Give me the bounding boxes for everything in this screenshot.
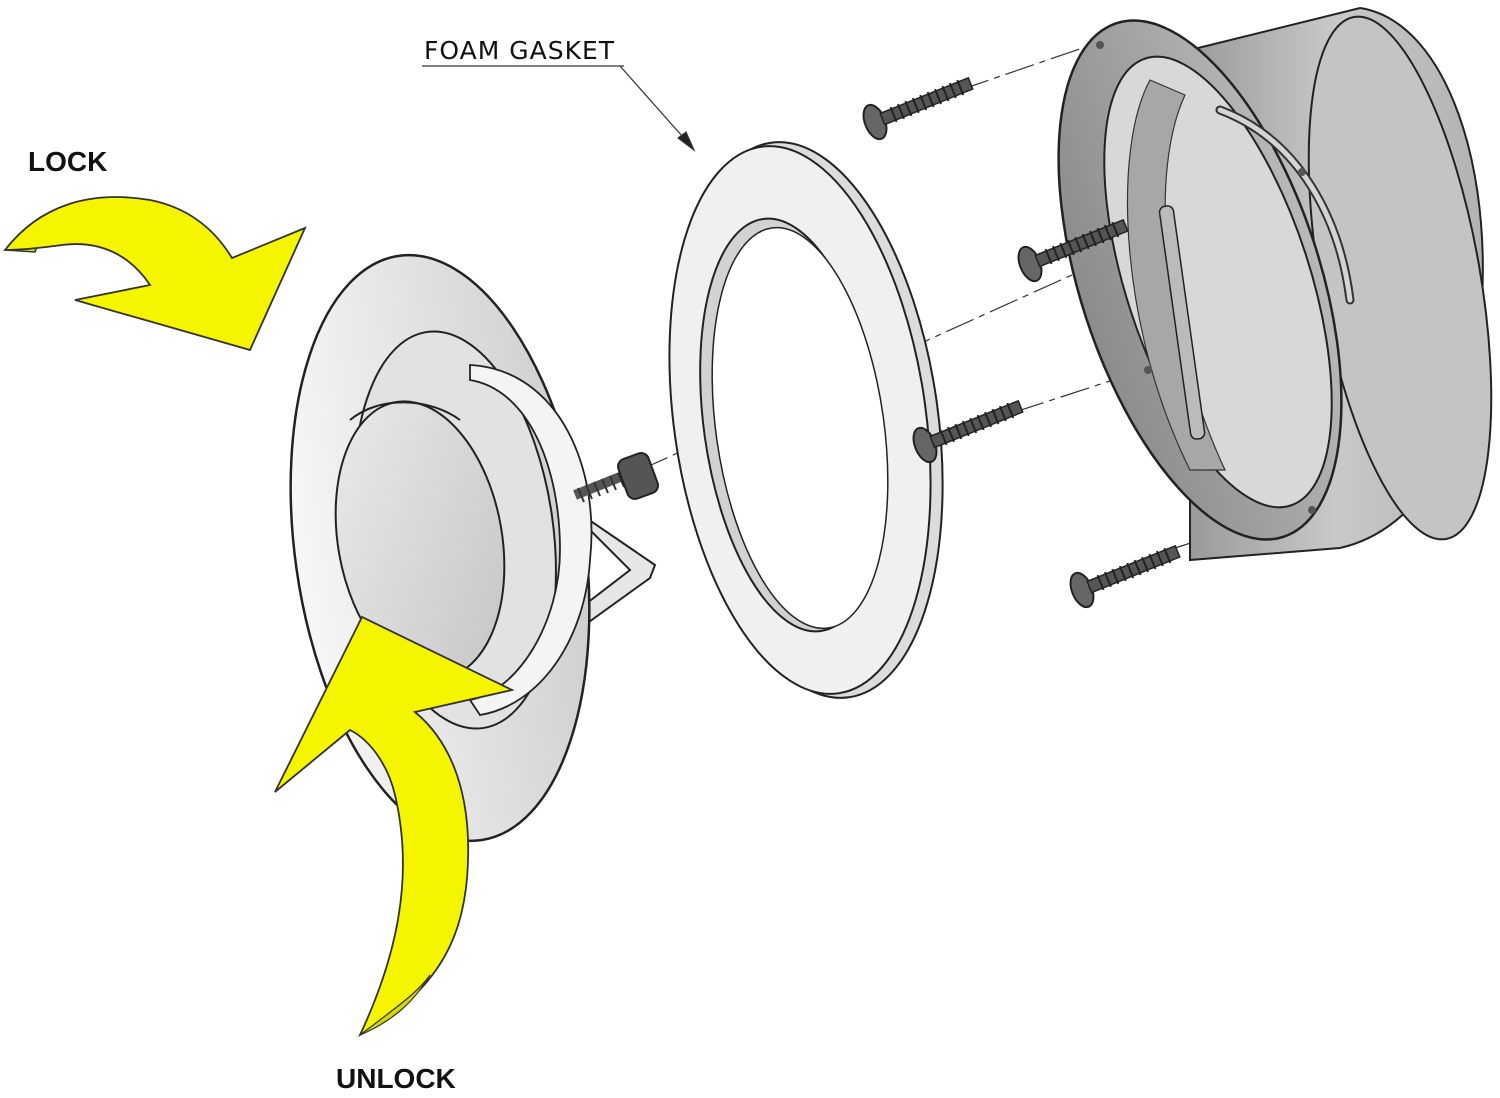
mounting-screw: [862, 76, 974, 141]
damper-center-screw: [573, 452, 659, 503]
flange-hole: [1298, 168, 1306, 176]
lock-label: LOCK: [28, 146, 108, 177]
gasket-leader-line: [619, 65, 691, 146]
mounting-screw: [1017, 218, 1129, 283]
screw-sleeve: [617, 452, 659, 500]
cap-disk-rim: [349, 401, 461, 421]
lock-arrow-body: [3, 196, 307, 352]
screw-shank: [1034, 218, 1129, 268]
duct-collar: [1057, 6, 1493, 562]
flange-hole: [1308, 506, 1316, 514]
screw-shank: [879, 76, 974, 126]
gasket-hole: [711, 226, 889, 630]
flange-hole: [1144, 366, 1152, 374]
flange-hole: [1096, 41, 1104, 49]
foam-gasket-label: FOAM GASKET: [424, 36, 616, 65]
gasket-leader-arrowhead: [677, 131, 696, 152]
duct-collar-inner-shadow: [1126, 79, 1226, 471]
rotating-damper-cap: [289, 253, 657, 843]
mounting-screw: [912, 399, 1024, 464]
unlock-arrow-body: [274, 615, 515, 1038]
damper-slot: [1158, 205, 1206, 440]
lock-arrow-icon: [3, 196, 307, 352]
unlock-label: UNLOCK: [336, 1063, 456, 1094]
screw-axis-line-1: [959, 41, 1101, 91]
cap-collar-side: [468, 364, 593, 716]
screw-shank: [929, 399, 1024, 449]
unlock-arrow-icon: [274, 615, 515, 1038]
unlock-arrow-fold: [359, 974, 431, 1036]
foam-gasket-ring: [668, 141, 944, 699]
screw-shank: [1086, 544, 1181, 594]
mounting-screw: [1069, 544, 1181, 609]
